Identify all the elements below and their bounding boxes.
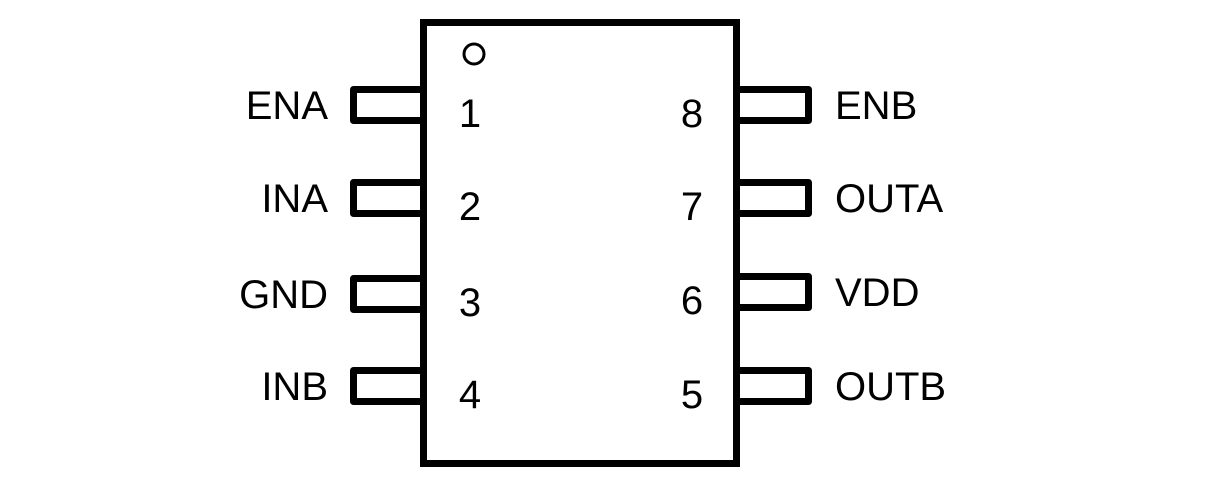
pin-number-label: 4 [459, 373, 481, 417]
pin-number-label: 5 [681, 373, 703, 417]
pin-name-label: ENA [246, 84, 329, 128]
pin-lead [350, 86, 423, 124]
pin-number-label: 8 [681, 92, 703, 136]
pin-number-label: 2 [459, 185, 481, 229]
pin-name-label: GND [239, 273, 328, 317]
pin-lead [737, 367, 812, 405]
pin-number-label: 7 [681, 185, 703, 229]
pin-lead [350, 179, 423, 217]
pin-1: ENA 1 [246, 84, 481, 136]
pin-7: OUTA 7 [681, 177, 944, 229]
pin-2: INA 2 [261, 177, 481, 229]
pin-lead [350, 275, 423, 313]
pin-8: ENB 8 [681, 84, 917, 136]
pin-lead [737, 273, 812, 311]
pin-3: GND 3 [239, 273, 481, 325]
pin-name-label: INA [261, 177, 328, 221]
package-body [420, 19, 740, 467]
pin-5: OUTB 5 [681, 365, 946, 417]
pin-name-label: ENB [835, 84, 917, 128]
pin-4: INB 4 [261, 365, 481, 417]
pin-name-label: VDD [835, 271, 919, 315]
pin-lead [737, 86, 812, 124]
pin-name-label: OUTB [835, 365, 946, 409]
pin-name-label: OUTA [835, 177, 943, 221]
pin-number-label: 6 [681, 279, 703, 323]
pin-6: VDD 6 [681, 271, 920, 323]
pin-lead [350, 367, 423, 405]
pin1-marker-icon [462, 42, 486, 66]
pin-number-label: 3 [459, 281, 481, 325]
pin-name-label: INB [261, 365, 328, 409]
pin-lead [737, 179, 812, 217]
pin-number-label: 1 [459, 92, 481, 136]
